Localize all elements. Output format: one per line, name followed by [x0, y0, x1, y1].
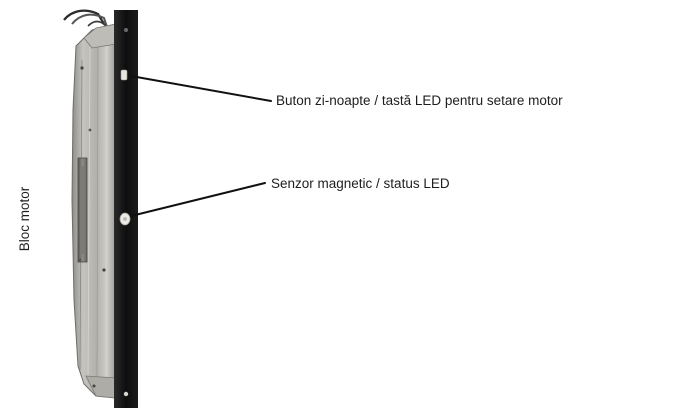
fixing-hole — [124, 28, 128, 32]
side-label-motor-block: Bloc motor — [17, 186, 32, 252]
screw — [80, 66, 84, 70]
cable — [63, 9, 105, 25]
cable — [71, 13, 109, 31]
housing-side-profile — [114, 10, 138, 408]
motor-housing — [71, 23, 117, 399]
callout-label-day-night-button: Buton zi-noapte / tastă LED pentru setar… — [276, 93, 563, 108]
housing-rib — [87, 45, 91, 379]
cable — [87, 20, 107, 27]
housing-rib — [96, 39, 99, 385]
screw — [92, 384, 96, 388]
callout-label-magnetic-sensor: Senzor magnetic / status LED — [271, 176, 450, 191]
screw — [78, 258, 82, 262]
leader-line-button — [130, 75, 272, 102]
day-night-button — [120, 69, 128, 81]
housing-top-cap — [83, 23, 117, 49]
leader-line-sensor — [130, 182, 266, 217]
screw — [88, 128, 92, 132]
screw — [102, 268, 106, 272]
access-slot-inner — [80, 166, 85, 254]
fixing-hole — [123, 391, 129, 397]
cable-group — [63, 9, 109, 31]
side-profile — [114, 10, 138, 408]
